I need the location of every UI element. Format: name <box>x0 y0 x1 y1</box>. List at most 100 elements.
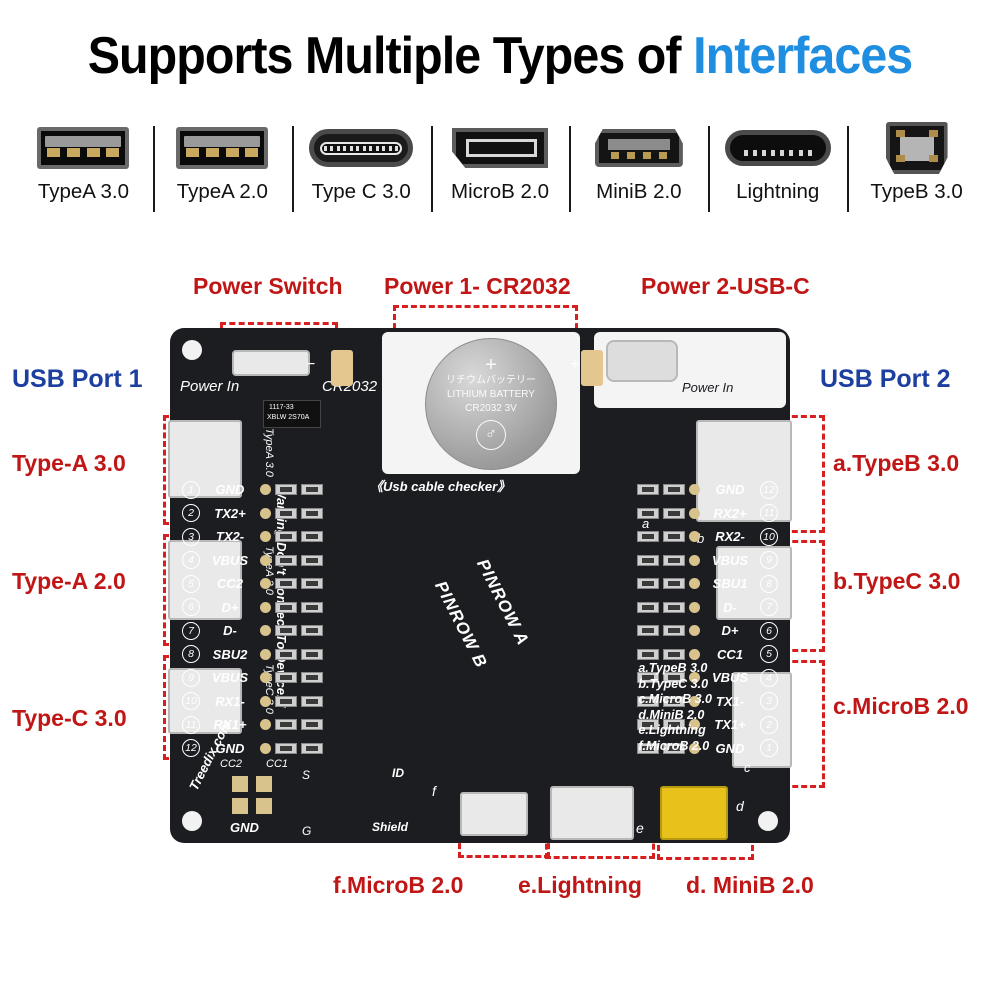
pin-resistor <box>663 648 685 660</box>
connector-cell-lightning: Lightning <box>708 122 847 222</box>
connector-cell-mini-b-20: MiniB 2.0 <box>569 122 708 222</box>
pin-via <box>260 484 271 496</box>
pin-resistor <box>275 484 297 496</box>
pin-number: 5 <box>182 574 200 593</box>
lightning-icon <box>724 122 831 174</box>
pin-resistor <box>637 742 659 754</box>
pin-via <box>689 625 700 637</box>
annotation-e-lightning: e.Lightning <box>518 872 642 898</box>
connector-cell-type-c-30: Type C 3.0 <box>291 122 431 222</box>
pin-resistor <box>275 531 297 543</box>
silk-ref-f: f <box>432 783 436 799</box>
pin-number: 9 <box>760 551 778 570</box>
pin-number: 5 <box>760 645 778 664</box>
usb-c-power-connector <box>606 340 678 382</box>
pin-via <box>689 601 700 613</box>
pin-resistor <box>637 578 659 590</box>
annotation-type-a-20: Type-A 2.0 <box>12 568 126 594</box>
connector-label: MicroB 2.0 <box>451 180 549 203</box>
pin-row: 4 VBUS <box>542 666 778 690</box>
pin-number: 4 <box>182 551 200 570</box>
silk-usb-cable-checker: 《Usb cable checker》 <box>370 479 511 494</box>
battery-plus-mark: + <box>485 354 497 376</box>
connector-label: TypeB 3.0 <box>870 180 963 203</box>
usb-mini-b-icon <box>594 122 683 174</box>
pin-via <box>260 554 271 566</box>
connector-label: TypeA 2.0 <box>176 180 268 203</box>
pin-resistor <box>275 578 297 590</box>
pin-number: 1 <box>760 739 778 758</box>
connector-label: TypeA 3.0 <box>37 180 130 203</box>
pin-number: 10 <box>182 692 200 711</box>
battery-clip-right <box>581 350 603 386</box>
pin-name: TX2+ <box>214 505 246 521</box>
pin-number: 2 <box>182 504 200 523</box>
pin-resistor <box>301 695 323 707</box>
pin-resistor <box>637 719 659 731</box>
silk-ref-c: c <box>744 760 751 775</box>
pin-via <box>689 554 700 566</box>
pin-name: GND <box>215 740 245 756</box>
pin-resistor <box>637 648 659 660</box>
pin-number: 8 <box>760 574 778 593</box>
pin-row: 9 VBUS <box>542 549 778 573</box>
silk-pinrow-a: PINROW A <box>473 556 533 649</box>
battery-text-en: LITHIUM BATTERY <box>447 389 535 400</box>
silk-minus: − <box>306 356 316 373</box>
pin-resistor <box>663 695 685 707</box>
annotation-power-2: Power 2-USB-C <box>641 273 810 299</box>
pin-name: VBUS <box>711 670 749 686</box>
pin-resistor <box>663 578 685 590</box>
pin-resistor <box>301 531 323 543</box>
legend-item: d.MiniB 2.0 <box>638 707 705 722</box>
usb-type-c-icon <box>309 122 414 174</box>
pin-via <box>260 601 271 613</box>
pin-name: D+ <box>221 599 239 615</box>
silk-ref-e: e <box>636 820 644 836</box>
pin-resistor <box>663 719 685 731</box>
pin-via <box>260 507 271 519</box>
legend-item: a.TypeB 3.0 <box>638 661 708 675</box>
pin-resistor <box>637 601 659 613</box>
annotation-d-mini-b-20: d. MiniB 2.0 <box>686 872 814 898</box>
pin-number: 4 <box>760 668 778 687</box>
board-type-a-20-connector <box>168 540 242 620</box>
pin-resistor <box>637 507 659 519</box>
board-type-c-30-connector <box>168 668 242 734</box>
pin-number: 9 <box>182 668 200 687</box>
pin-name: VBUS <box>211 670 249 686</box>
pin-resistor <box>301 672 323 684</box>
legend-item: f.MicroB 2.0 <box>638 738 710 753</box>
annotation-usb-port-2: USB Port 2 <box>820 365 951 393</box>
pin-number: 7 <box>760 598 778 617</box>
gnd-pad <box>256 776 272 792</box>
annotation-c-micro-b-20: c.MicroB 2.0 <box>833 693 969 719</box>
pin-resistor <box>275 742 297 754</box>
annotation-type-c-30: Type-C 3.0 <box>12 705 127 731</box>
pin-name: VBUS <box>711 552 749 568</box>
pin-via <box>689 578 700 590</box>
pin-via <box>260 531 271 543</box>
gnd-pad <box>232 776 248 792</box>
pin-resistor <box>275 507 297 519</box>
silk-regulator-line1: 1117-33 <box>269 404 294 411</box>
silk-gnd: GND <box>230 820 259 835</box>
pin-resistor <box>637 554 659 566</box>
silk-power-in-right: Power In <box>682 380 734 395</box>
pin-number: 11 <box>182 715 200 734</box>
usb-type-b-icon <box>885 122 948 174</box>
pin-resistor <box>301 625 323 637</box>
silk-ref-b: b <box>697 531 705 546</box>
pin-via <box>689 742 700 754</box>
